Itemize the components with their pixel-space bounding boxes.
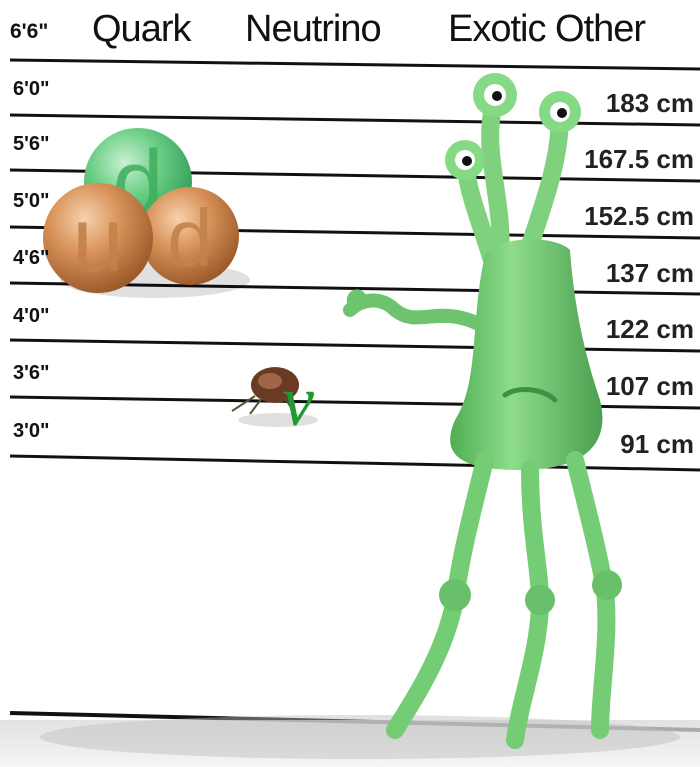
feet-label: 4'0" (13, 305, 49, 328)
column-quark-label: Quark (92, 8, 190, 51)
top-height-label: 6'6" (10, 20, 48, 44)
column-exotic-label: Exotic Other (448, 8, 645, 51)
feet-label: 5'6" (13, 133, 49, 156)
cm-label: 91 cm (620, 429, 694, 460)
neutrino-symbol: v (282, 361, 314, 441)
feet-label: 3'0" (13, 420, 49, 443)
cm-label: 137 cm (606, 258, 694, 289)
alien-figure (350, 73, 622, 740)
cm-label: 183 cm (606, 88, 694, 119)
quark-letter-right: d (167, 193, 213, 284)
feet-label: 3'6" (13, 362, 49, 385)
cm-label: 107 cm (606, 371, 694, 402)
cm-label: 152.5 cm (584, 201, 694, 232)
quark-letter-left: u (72, 189, 123, 291)
column-neutrino-label: Neutrino (245, 8, 381, 51)
feet-label: 5'0" (13, 190, 49, 213)
cm-label: 167.5 cm (584, 144, 694, 175)
feet-label: 6'0" (13, 78, 49, 101)
cm-label: 122 cm (606, 314, 694, 345)
feet-label: 4'6" (13, 247, 49, 270)
quark-cluster: d d u (43, 128, 250, 298)
